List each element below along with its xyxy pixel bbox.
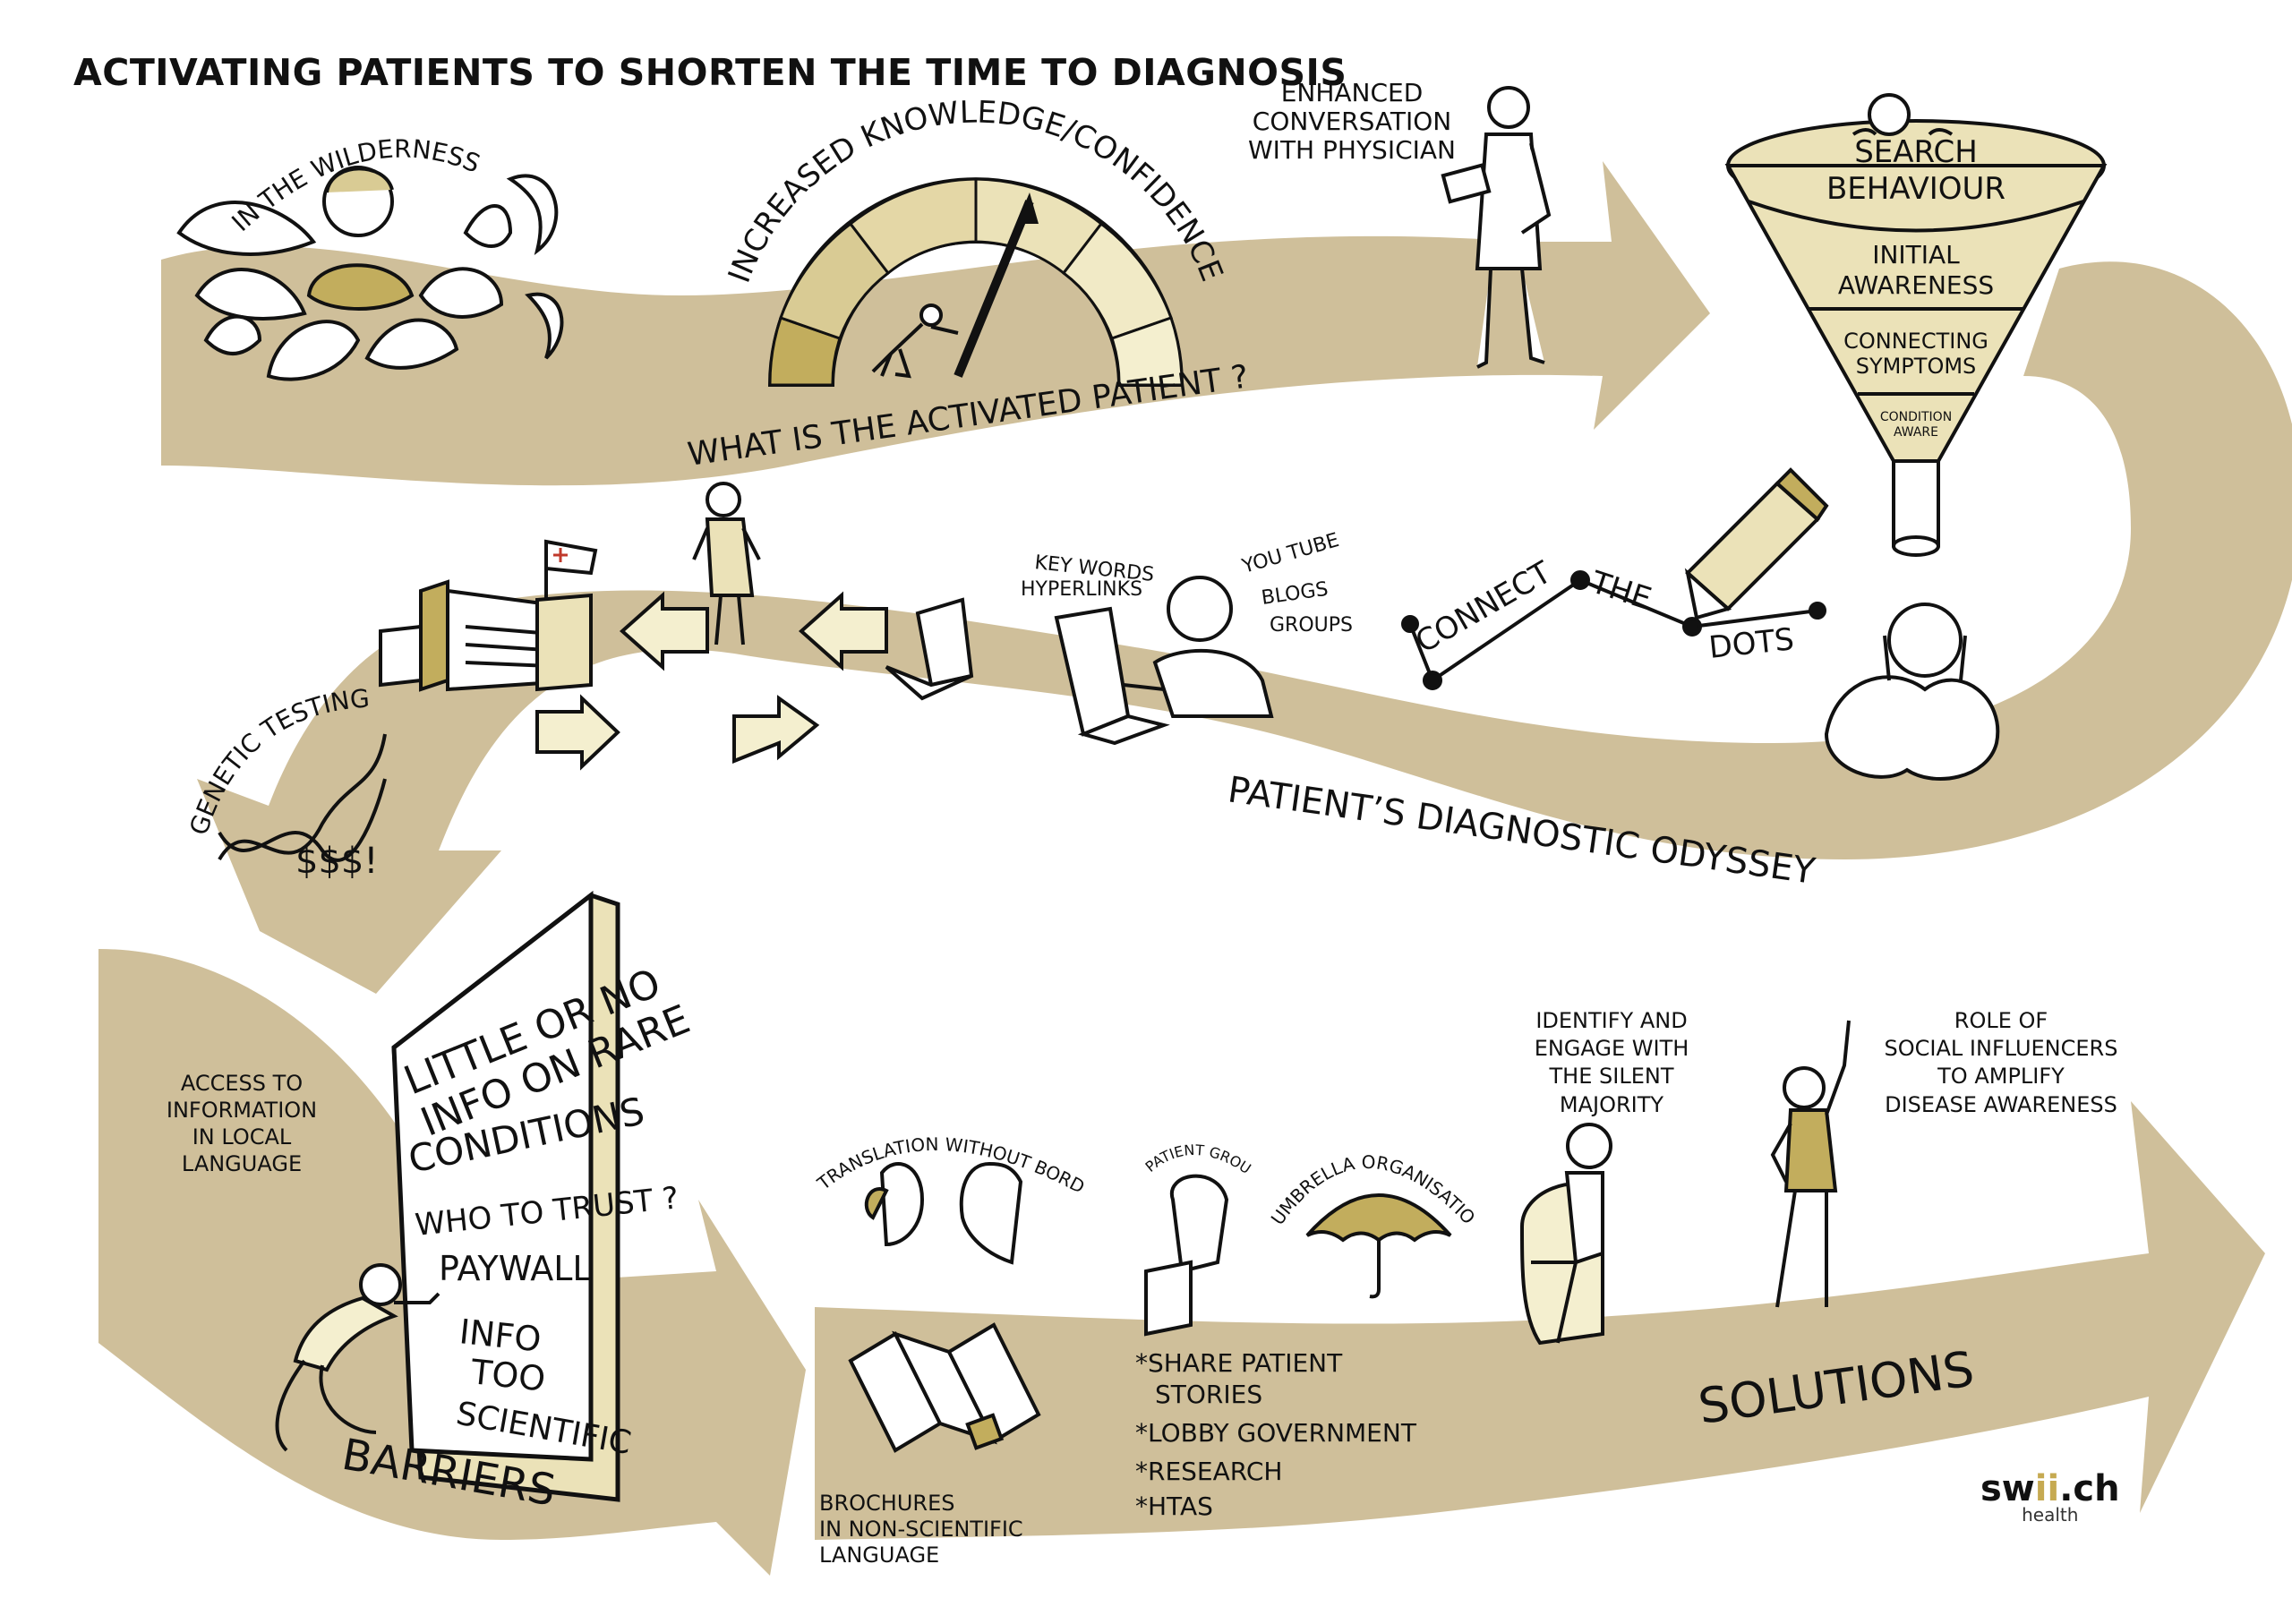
pushing-person-icon xyxy=(871,303,959,379)
identify-label: IDENTIFY AND ENGAGE WITH THE SILENT MAJO… xyxy=(1509,1007,1715,1119)
funnel-connecting-label: CONNECTING SYMPTOMS xyxy=(1826,329,2006,379)
enhanced-line-2: CONVERSATION xyxy=(1252,107,1452,137)
access-line-3: IN LOCAL xyxy=(192,1124,292,1150)
laptop-icon xyxy=(885,597,974,701)
funnel-connecting-line-1: CONNECTING xyxy=(1843,329,1988,354)
barrier-sign xyxy=(391,890,620,1502)
hospital-icon xyxy=(379,539,598,692)
the-label: THE xyxy=(1586,564,1655,617)
physician-icon xyxy=(1441,86,1552,369)
identify-line-4: MAJORITY xyxy=(1559,1091,1664,1117)
page-title: ACTIVATING PATIENTS TO SHORTEN THE TIME … xyxy=(73,51,1347,94)
thinking-person-icon xyxy=(1824,603,2000,781)
road-middle-shape xyxy=(197,261,2292,994)
logo-sub: health xyxy=(2022,1504,2079,1526)
funnel-search-label: SEARCH BEHAVIOUR xyxy=(1809,134,2023,208)
identify-line-2: ENGAGE WITH xyxy=(1534,1036,1689,1062)
pale-arrows xyxy=(535,591,888,771)
hyperlinks-label: HYPERLINKS xyxy=(1021,578,1142,601)
confidence-gauge xyxy=(767,177,1184,387)
influencers-line-3: TO AMPLIFY xyxy=(1937,1064,2065,1090)
action-htas: *HTAs xyxy=(1135,1492,1213,1521)
access-line-2: INFORMATION xyxy=(166,1098,318,1123)
enhanced-line-3: WITH PHYSICIAN xyxy=(1248,135,1456,166)
two-faces-icon xyxy=(864,1161,1023,1265)
influencer-icon xyxy=(1770,1020,1851,1308)
action-lobby: *LOBBY GOVERNMENT xyxy=(1135,1418,1416,1448)
funnel-condition-line-2: AWARE xyxy=(1893,424,1939,440)
access-info-label: ACCESS TO INFORMATION IN LOCAL LANGUAGE xyxy=(152,1070,331,1177)
funnel-initial-line-2: AWARENESS xyxy=(1837,269,1995,300)
money-label: $$$! xyxy=(295,841,378,882)
laptop-user-icon xyxy=(1054,576,1274,746)
activated-patient-icon xyxy=(692,482,761,645)
pencil-icon xyxy=(1684,467,1829,620)
funnel-search-line-2: BEHAVIOUR xyxy=(1826,170,2006,207)
sign-line-7: TOO xyxy=(468,1352,547,1399)
influencers-line-1: ROLE OF xyxy=(1954,1008,2048,1033)
funnel-initial-line-1: INITIAL xyxy=(1872,240,1960,269)
influencers-line-2: SOCIAL INFLUENCERS xyxy=(1884,1036,2118,1062)
identify-line-1: IDENTIFY AND xyxy=(1535,1008,1688,1033)
influencers-line-4: DISEASE AWARENESS xyxy=(1885,1091,2117,1117)
blogs-label: BLOGS xyxy=(1260,578,1330,610)
sign-line-6: INFO xyxy=(458,1312,543,1359)
connect-the-dots-line xyxy=(1401,570,1826,690)
brochures-line-2: IN NON-SCIENTIFIC xyxy=(819,1516,1023,1542)
funnel-connecting-line-2: SYMPTOMS xyxy=(1855,353,1977,379)
funnel-search-line-1: SEARCH xyxy=(1854,134,1978,170)
action-research: *RESEARCH xyxy=(1135,1457,1283,1486)
wilderness-scene-icon xyxy=(176,166,564,381)
brochures-label: BROCHURES IN NON-SCIENTIFIC LANGUAGE xyxy=(819,1491,1034,1568)
logo-wordmark: swii.ch xyxy=(1980,1468,2120,1509)
funnel-condition-line-1: CONDITION xyxy=(1879,410,1953,424)
logo-prefix: sw xyxy=(1980,1468,2035,1509)
road-curve xyxy=(197,261,2292,994)
sign-line-5: PAYWALL xyxy=(439,1249,592,1288)
identify-line-3: THE SILENT xyxy=(1549,1064,1674,1090)
influencers-label: ROLE OF SOCIAL INFLUENCERS TO AMPLIFY DI… xyxy=(1862,1007,2140,1119)
logo-suffix: .ch xyxy=(2059,1468,2120,1509)
brochure-icon xyxy=(848,1322,1041,1453)
dots-label: DOTS xyxy=(1707,621,1796,666)
youtube-label: YOU TUBE xyxy=(1239,529,1342,578)
enhanced-conversation-label: ENHANCED CONVERSATION WITH PHYSICIAN xyxy=(1240,78,1464,166)
actions-list: *SHARE PATIENT STORIES *LOBBY GOVERNMENT… xyxy=(1135,1347,1440,1522)
gauge-needle xyxy=(954,200,1034,378)
access-line-4: LANGUAGE xyxy=(181,1151,303,1176)
fist-icon xyxy=(1144,1174,1229,1337)
funnel-initial-label: INITIAL AWARENESS xyxy=(1817,240,2014,300)
action-stories: STORIES xyxy=(1155,1380,1263,1409)
brochures-line-3: LANGUAGE xyxy=(819,1542,940,1568)
armchair-person-icon xyxy=(1519,1123,1612,1346)
search-funnel xyxy=(1724,93,2108,557)
brochures-line-1: BROCHURES xyxy=(819,1491,955,1516)
umbrella-icon xyxy=(1305,1193,1452,1299)
enhanced-line-1: ENHANCED xyxy=(1280,78,1424,107)
swiich-health-logo: swii.ch health xyxy=(1980,1468,2120,1526)
action-share: *SHARE PATIENT xyxy=(1135,1348,1343,1378)
funnel-condition-label: CONDITION AWARE xyxy=(1871,410,1961,440)
access-line-1: ACCESS TO xyxy=(180,1071,304,1096)
groups-label: GROUPS xyxy=(1270,614,1353,637)
logo-mid: ii xyxy=(2034,1468,2060,1509)
dna-icon xyxy=(218,733,387,862)
pushing-barrier-person-icon xyxy=(275,1263,440,1452)
